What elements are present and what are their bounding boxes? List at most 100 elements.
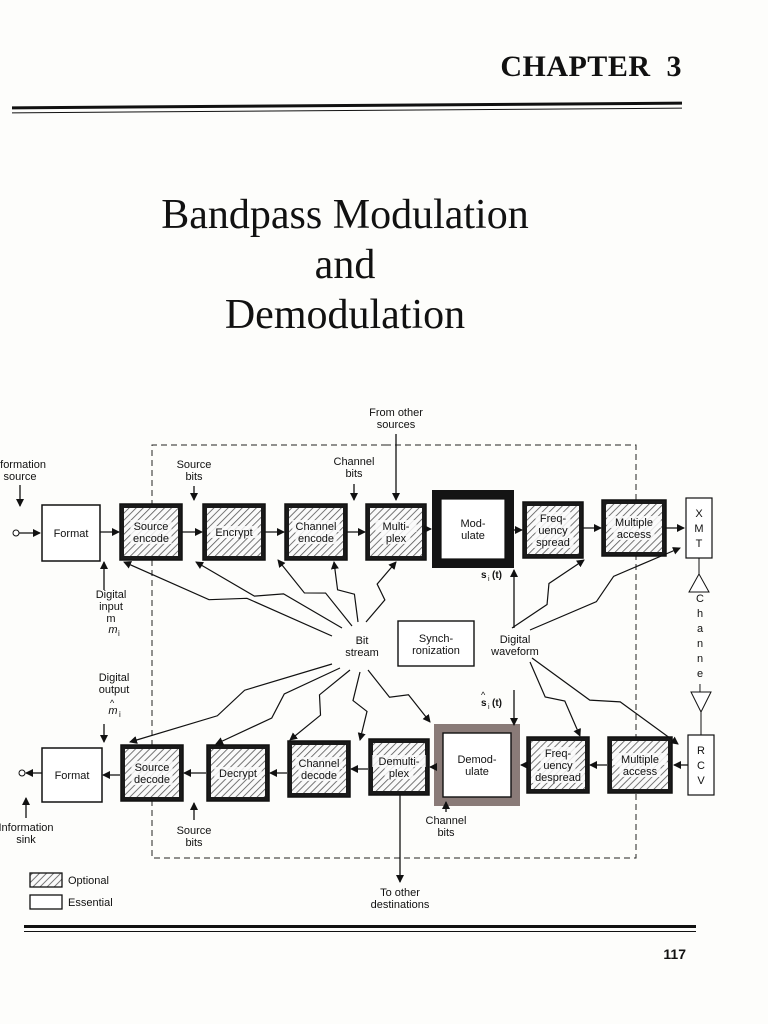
xmt-label-line-3: T [696,538,703,550]
bit-stream-label-line-2: stream [345,647,379,659]
rx-sourcedecode-label-bg-1 [131,761,173,773]
source-bits-top-label-line-1: Source [177,459,212,471]
rx-multipleaccess-label-line-2: access [623,766,658,778]
channel-vertical-line-2: h [697,608,703,620]
rx-format-label-line-1: Format [55,770,90,782]
xmt-box [685,497,713,559]
ray-to-source-decode [129,663,333,744]
rcv-box [687,734,715,796]
dashed-boundary [151,444,637,859]
rx-demultiplex-label-line-2: plex [389,768,410,780]
rx-demodulate-label-line-2: ulate [465,766,489,778]
rx-sourcedecode-label-bg-2 [131,773,173,785]
rx-multipleaccess-label-line-1: Multiple [621,754,659,766]
channel-vertical-line-3: a [697,623,704,635]
synchronization-label-line-1: Synch- [419,633,454,645]
ray-to-demodulate [367,669,431,723]
channel-bits-top-label-line-1: Channel [334,456,375,468]
si-t-subscript: i [488,576,490,583]
tx-multiplex-label-bg-1 [375,520,417,532]
input-node [12,529,20,537]
xmt-label-line-1: X [695,508,703,520]
rx-channeldecode-label-bg-2 [298,769,340,781]
output-node [18,769,26,777]
tx-frequencyspread-label-bg-3 [532,536,574,548]
tx-frequencyspread-label-line-3: spread [536,537,570,549]
information-sink-label-line-1: Information [0,822,54,834]
tx-channelencode-label-bg-1 [292,520,340,532]
channel-vertical-line-4: n [697,638,703,650]
legend-essential-label: Essential [68,897,113,909]
ray-to-source-encode [123,561,333,637]
rx-format-block [41,747,103,803]
tx-frequencyspread-label-line-2: uency [538,525,568,537]
digital-input-label-line-1: Digital [96,589,127,601]
tx-sourceencode-label-line-1: Source [134,521,169,533]
source-bits-top-label-line-2: bits [185,471,203,483]
ray-to-encrypt [195,561,343,629]
si-t-label: s [481,570,487,581]
title-line-1: Bandpass Modulation [161,192,529,238]
rx-frequencydespread-label-bg-2 [540,759,576,771]
rcv-label-line-2: C [697,760,705,772]
digital-output-symbol: m [108,705,117,717]
rx-decrypt-label-bg-1 [214,767,262,779]
si-hat-t-subscript: i [488,704,490,711]
rcv-antenna [690,691,712,714]
digital-input-subscript: i [118,629,120,638]
ray-to-rcv [531,657,679,745]
tx-channelencode-label-line-1: Channel [296,521,337,533]
si-hat-t-hat: ^ [481,690,486,700]
tx-sourceencode-label-bg-1 [130,520,172,532]
bit-stream-label-line-1: Bit [356,635,369,647]
xmt-label-line-2: M [694,523,703,535]
bottom-rule [24,925,696,928]
rx-frequencydespread-label-line-3: despread [535,772,581,784]
tx-encrypt-label-bg-1 [210,526,258,538]
ray-to-frequency-despread [529,661,581,737]
digital-output-subscript: i [119,710,121,719]
digital-output-label-line-2: output [99,684,130,696]
rx-decrypt-label-line-1: Decrypt [219,768,257,780]
legend-optional-label: Optional [68,875,109,887]
si-hat-t-arg: (t) [492,698,502,709]
tx-modulate-label-line-1: Mod- [460,518,485,530]
chapter-title: Bandpass Modulation and Demodulation [0,190,690,340]
ray-to-decrypt [215,667,341,745]
from-other-sources-label-line-2: sources [377,419,416,431]
rcv-label-line-1: R [697,745,705,757]
rx-sourcedecode-label-line-1: Source [135,762,170,774]
tx-multipleaccess-label-line-2: access [617,529,652,541]
title-line-2: and [314,242,376,288]
si-hat-t-label: s [481,698,487,709]
ray-to-channel-encode [277,559,353,627]
bottom-rule-thin [24,931,696,932]
digital-waveform-label-line-2: waveform [490,646,539,658]
rx-frequencydespread-label-line-1: Freq- [545,748,572,760]
rx-channeldecode-label-bg-1 [295,757,343,769]
ray-to-channel-encode-2 [330,561,359,623]
ray-to-xmt [529,547,681,631]
tx-modulate-label-line-2: ulate [461,530,485,542]
ray-to-frequency-spread [511,559,585,629]
tx-multipleaccess-label-bg-2 [613,528,655,540]
information-sink-label-line-2: sink [16,834,36,846]
from-other-sources-label-line-1: From other [369,407,423,419]
ray-to-channel-decode [289,669,351,741]
digital-input-label-line-3: m [106,613,115,625]
digital-output-hat: ^ [110,698,115,708]
source-bits-bottom-label-line-2: bits [185,837,203,849]
digital-waveform-label-line-1: Digital [500,634,531,646]
tx-sourceencode-label-line-2: encode [133,533,169,545]
rx-demultiplex-label-bg-2 [384,767,414,779]
rx-channeldecode-label-line-2: decode [301,770,337,782]
rx-frequencydespread-label-bg-3 [531,771,585,783]
tx-modulate-block [440,498,506,560]
ray-to-demultiplex [352,671,368,741]
tx-sourceencode-label-bg-2 [130,532,172,544]
rx-demultiplex-label-bg-1 [372,755,426,767]
tx-format-block [41,504,101,562]
synchronization-label-line-2: ronization [412,645,460,657]
